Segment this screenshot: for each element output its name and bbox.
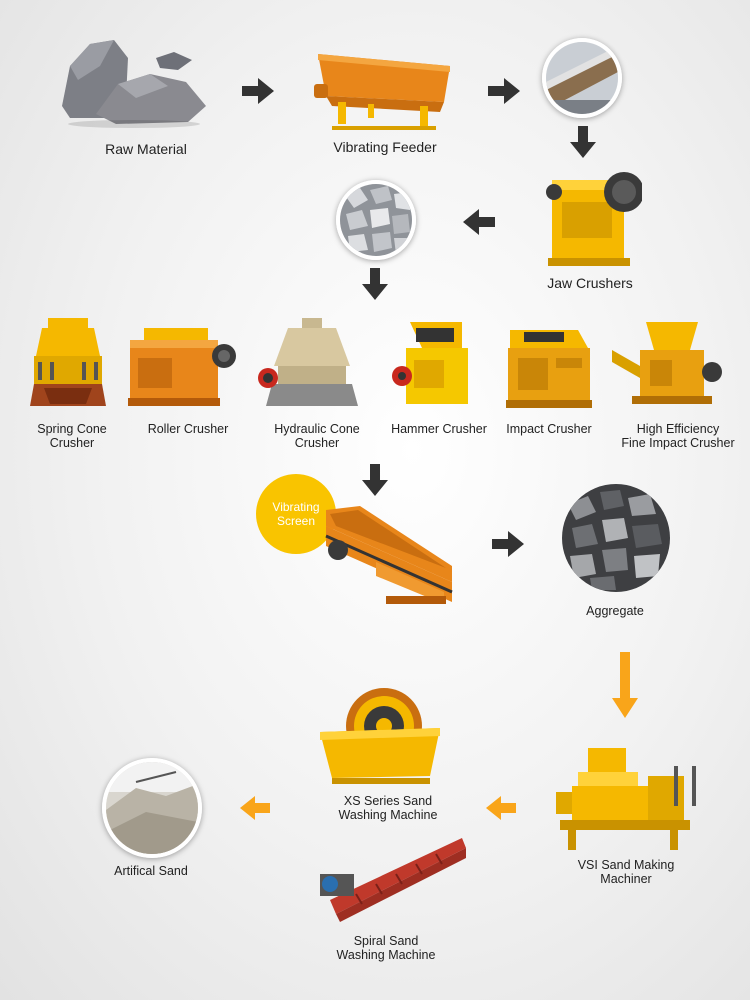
hammer-crusher-label: Hammer Crusher xyxy=(391,422,487,436)
impact-crusher-image xyxy=(506,330,592,408)
spring-cone-crusher-image xyxy=(30,318,106,406)
jaw-crusher-image xyxy=(546,172,642,266)
arrow-right-3 xyxy=(492,531,524,557)
spiral-sand-washer-image xyxy=(320,838,466,922)
arrow-down-3 xyxy=(362,464,388,496)
roller-crusher-image xyxy=(128,328,236,406)
artificial-sand-label: Artifical Sand xyxy=(114,864,188,878)
arrow-down-1 xyxy=(570,126,596,158)
crushed-stone-thumbnail xyxy=(336,180,416,260)
artificial-sand-image xyxy=(102,758,202,858)
arrow-left-orange-2 xyxy=(240,796,270,820)
jaw-crushers-label: Jaw Crushers xyxy=(547,275,633,291)
vibrating-feeder-label: Vibrating Feeder xyxy=(333,139,437,155)
vsi-sand-making-image xyxy=(556,748,696,850)
impact-crusher-label: Impact Crusher xyxy=(506,422,592,436)
arrow-down-2 xyxy=(362,268,388,300)
vibrating-screen-badge: Vibrating Screen xyxy=(256,474,336,554)
aggregate-image xyxy=(562,484,670,592)
arrow-left-1 xyxy=(463,209,495,235)
vibrating-screen-image xyxy=(325,506,453,604)
feeder-detail-thumbnail xyxy=(542,38,622,118)
raw-material-label: Raw Material xyxy=(105,141,187,157)
aggregate-label: Aggregate xyxy=(586,604,644,618)
vibrating-screen-badge-line1: Vibrating xyxy=(272,500,320,514)
arrow-right-2 xyxy=(488,78,520,104)
vibrating-feeder-image xyxy=(314,54,450,130)
hammer-crusher-image xyxy=(392,322,468,404)
hydraulic-cone-crusher-image xyxy=(258,318,358,406)
roller-crusher-label: Roller Crusher xyxy=(147,422,229,436)
xs-sand-washer-image xyxy=(320,688,440,784)
arrow-left-orange-1 xyxy=(486,796,516,820)
arrow-right-1 xyxy=(242,78,274,104)
vibrating-screen-badge-line2: Screen xyxy=(276,514,316,528)
high-efficiency-crusher-image xyxy=(612,322,722,404)
arrow-down-orange xyxy=(612,652,638,718)
raw-material-image xyxy=(62,40,206,128)
